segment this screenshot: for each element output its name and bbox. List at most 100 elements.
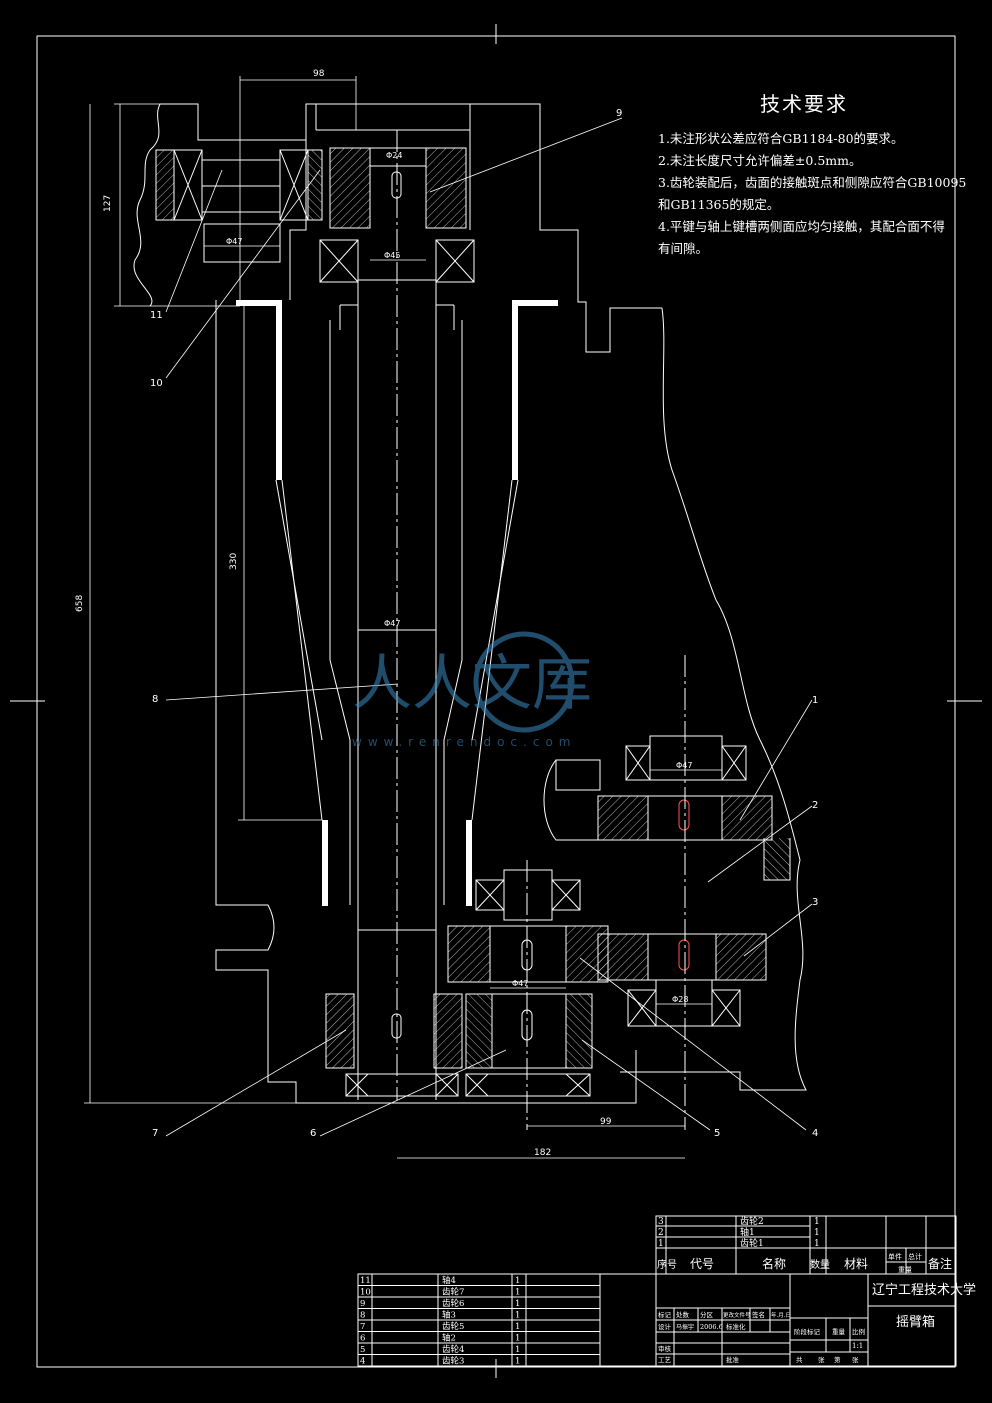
tb-stage-0: 阶段标记 (794, 1327, 821, 1336)
bom-h-no: 序号 (657, 1258, 677, 1271)
bom-l-qty-0: 1 (515, 1276, 520, 1286)
bom-l-qty-6: 1 (515, 1345, 520, 1355)
bom-h-weight: 重量 (898, 1266, 912, 1274)
tb-row1-4: 签名 (752, 1310, 765, 1319)
bom-l-no-3: 8 (360, 1311, 365, 1321)
bom-l-no-6: 5 (360, 1345, 365, 1355)
bom-l-no-7: 4 (360, 1357, 365, 1367)
dim-dia-47-mid: Φ47 (384, 619, 400, 628)
bom-u-qty-2: 1 (814, 1239, 820, 1249)
bom-l-no-1: 10 (360, 1288, 371, 1298)
bom-l-name-1: 齿轮7 (442, 1287, 464, 1298)
bom-h-remark: 备注 (928, 1256, 952, 1271)
bom-l-no-5: 6 (360, 1334, 365, 1344)
bom-u-no-0: 3 (658, 1217, 664, 1227)
tb-row1-2: 分区 (700, 1310, 714, 1319)
bom-u-name-2: 齿轮1 (740, 1237, 764, 1249)
balloon-3: 3 (812, 897, 818, 908)
dim-dia-47-top: Φ47 (226, 237, 242, 246)
tb-sheet-0: 共 (796, 1355, 803, 1364)
dimension-lines (84, 76, 722, 1159)
bom-u-qty-0: 1 (814, 1217, 820, 1227)
school-name: 辽宁工程技术大学 (872, 1282, 976, 1298)
tech-requirements-title: 技术要求 (760, 92, 848, 116)
bom-h-code: 代号 (690, 1257, 714, 1271)
title-block-text: 辽宁工程技术大学 摇臂箱 阶段标记 重量 比例 1:1 共 张 第 张 (794, 1282, 976, 1364)
bom-l-qty-2: 1 (515, 1299, 520, 1309)
bom-u-name-1: 轴1 (740, 1226, 755, 1238)
part-balloons: 9 11 10 8 1 2 3 7 6 5 4 (150, 108, 818, 1139)
bom-h-name: 名称 (762, 1256, 786, 1271)
tb-sheet-2: 第 (834, 1355, 841, 1364)
dim-dia-24: Φ24 (386, 151, 402, 160)
bom-l-name-0: 轴4 (442, 1275, 456, 1286)
tech-item-4: 4.平键与轴上键槽两侧面应均匀接触，其配合面不得 (658, 219, 945, 234)
bom-h-total: 总计 (908, 1252, 922, 1261)
tb-approve: 批准 (726, 1355, 740, 1364)
tech-requirements-list: 1.未注形状公差应符合GB1184-80的要求。 2.未注长度尺寸允许偏差±0.… (658, 128, 966, 260)
dim-top-width: 98 (313, 69, 325, 79)
right-gear-assembly (597, 655, 791, 1130)
balloon-4: 4 (812, 1128, 818, 1139)
balloon-11: 11 (150, 310, 163, 321)
watermark-ring (473, 631, 575, 733)
drawing-frame (10, 24, 982, 1378)
sleeve-walls (236, 300, 558, 906)
bom-l-name-7: 齿轮3 (442, 1356, 464, 1367)
bom-upper-text: 3 齿轮2 1 2 轴1 1 1 齿轮1 1 序号 代号 名称 数量 材料 单件… (657, 1215, 952, 1274)
bom-u-qty-1: 1 (814, 1228, 820, 1238)
dim-bottom-99: 99 (600, 1117, 612, 1127)
bom-lower-text: 11 轴4 1 10 齿轮7 1 9 齿轮6 1 8 轴3 1 7 齿轮5 1 … (360, 1275, 791, 1367)
bom-l-name-6: 齿轮4 (442, 1344, 464, 1355)
bom-l-name-3: 轴3 (442, 1310, 456, 1321)
bom-u-name-0: 齿轮2 (740, 1215, 764, 1227)
bom-h-unit: 单件 (888, 1252, 902, 1261)
dim-bottom-182: 182 (534, 1148, 551, 1158)
tech-item-3b: 和GB11365的规定。 (658, 197, 780, 212)
tb-row1-5: 年.月.日 (771, 1311, 791, 1319)
tb-row2-3: 标准化 (726, 1322, 746, 1331)
dim-dia-45: Φ45 (384, 251, 400, 260)
dim-overall-height: 658 (75, 595, 85, 612)
bom-l-qty-7: 1 (515, 1357, 520, 1367)
bom-l-qty-3: 1 (515, 1311, 520, 1321)
balloon-10: 10 (150, 378, 163, 389)
tb-stage-2: 比例 (852, 1327, 865, 1336)
main-shaft (339, 130, 455, 1100)
tb-stage-1: 重量 (832, 1328, 846, 1336)
tb-sheet-1: 张 (818, 1355, 825, 1364)
bom-h-qty: 数量 (810, 1258, 830, 1271)
balloon-7: 7 (152, 1128, 158, 1139)
tb-row2-2: 2006.6 (700, 1323, 723, 1331)
leader-lines (165, 117, 813, 1137)
tb-row1-0: 标记 (658, 1310, 672, 1319)
tb-process: 工艺 (658, 1356, 672, 1364)
bom-l-name-5: 轴2 (442, 1333, 456, 1344)
balloon-6: 6 (310, 1128, 316, 1139)
balloon-1: 1 (812, 695, 818, 706)
dimension-texts: 98 127 330 658 99 182 Φ24 Φ45 Φ47 Φ47 Φ4… (75, 69, 692, 1158)
watermark-text: 人人文库 (352, 649, 592, 719)
bom-l-qty-5: 1 (515, 1334, 520, 1344)
bom-u-no-1: 2 (658, 1228, 664, 1238)
tech-item-4b: 有间隙。 (658, 241, 709, 256)
bom-l-qty-1: 1 (515, 1288, 520, 1298)
bom-l-name-4: 齿轮5 (442, 1321, 464, 1332)
tech-item-2: 2.未注长度尺寸允许偏差±0.5mm。 (658, 153, 862, 168)
bom-l-name-2: 齿轮6 (442, 1298, 464, 1309)
tb-row2-0: 设计 (658, 1322, 672, 1331)
drawing-title: 摇臂箱 (896, 1314, 935, 1330)
scale-value: 1:1 (852, 1342, 863, 1350)
bom-l-no-2: 9 (360, 1299, 365, 1309)
top-gear-assembly (155, 147, 475, 283)
tb-row1-1: 处数 (676, 1310, 690, 1319)
tb-sheet-3: 张 (852, 1355, 859, 1364)
balloon-5: 5 (714, 1128, 720, 1139)
dim-left-top-height: 127 (103, 195, 113, 212)
dim-dia-47-low: Φ47 (512, 979, 528, 988)
tb-row1-3: 更改文件号 (723, 1311, 751, 1319)
tb-row2-1: 马振宇 (676, 1323, 694, 1331)
watermark: 人人文库 www.renrendoc.com (352, 631, 592, 749)
tb-review: 审核 (658, 1344, 672, 1353)
